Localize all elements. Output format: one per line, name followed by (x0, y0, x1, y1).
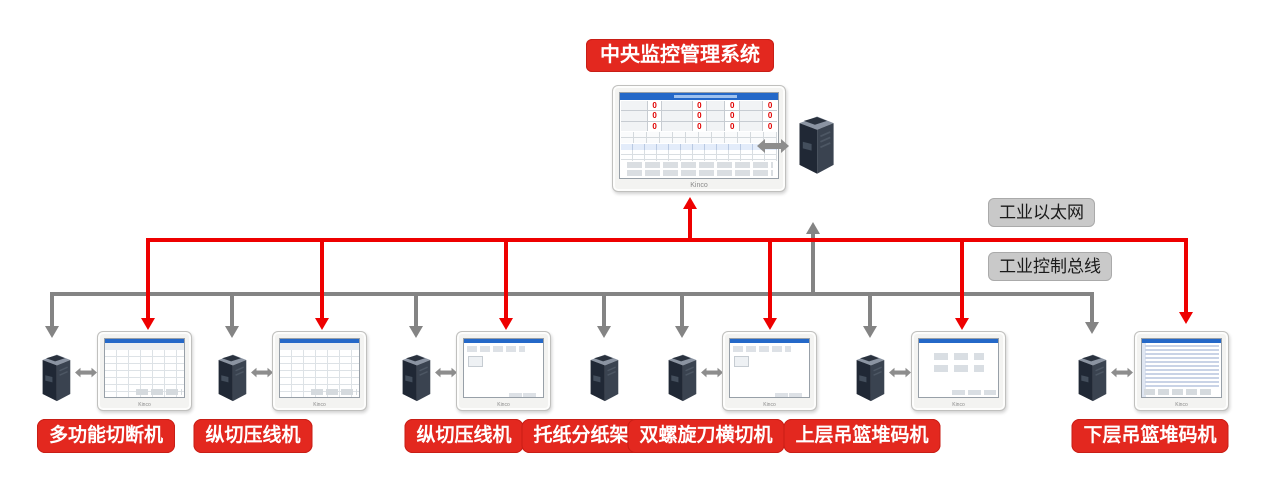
central-screen-table (621, 150, 777, 161)
plc-icon (42, 354, 71, 402)
hmi-screen: Kinco (722, 331, 817, 411)
plc-icon (402, 354, 431, 402)
plc-icon (856, 354, 885, 402)
central-system-label: 中央监控管理系统 (586, 39, 774, 72)
central-screen-titlebar (620, 93, 778, 100)
hmi-screen: Kinco (911, 331, 1006, 411)
ethernet-bus-line (146, 209, 1188, 318)
link-arrow-icon (75, 367, 97, 378)
hmi-screen: Kinco (97, 331, 192, 411)
machine-label: 多功能切断机 (36, 419, 176, 453)
control-bus-arrowheads (45, 222, 1099, 338)
control-bus-label: 工业控制总线 (988, 252, 1112, 281)
central-screen-buttons (621, 161, 777, 177)
link-arrow-icon (889, 367, 911, 378)
machine-label: 上层吊篮堆码机 (783, 419, 941, 453)
plc-icon (590, 354, 619, 402)
hmi-brand-text: Kinco (1175, 402, 1188, 408)
control-bus-line (50, 234, 1094, 326)
hmi-screen: Kinco (272, 331, 367, 411)
machine-label: 下层吊篮堆码机 (1071, 419, 1229, 453)
ethernet-bus-arrowheads (141, 197, 1193, 330)
hmi-brand-text: Kinco (313, 402, 326, 408)
ethernet-bus-label: 工业以太网 (988, 198, 1095, 227)
machine-label: 双螺旋刀横切机 (627, 419, 785, 453)
plc-icon (668, 354, 697, 402)
link-arrow-icon (435, 367, 457, 378)
hmi-screen: Kinco (1134, 331, 1229, 411)
link-arrow-icon (251, 367, 273, 378)
plc-icon (1078, 354, 1107, 402)
machine-label: 纵切压线机 (193, 419, 313, 453)
machine-label: 托纸分纸架 (521, 419, 641, 453)
link-arrow-icon (701, 367, 723, 378)
hmi-brand-text: Kinco (138, 402, 151, 408)
central-link-arrow-icon (757, 139, 789, 153)
central-screen-table-header (621, 144, 777, 150)
hmi-brand-text: Kinco (763, 402, 776, 408)
central-plc-icon (799, 116, 834, 174)
plc-icon (218, 354, 247, 402)
hmi-screen: Kinco (456, 331, 551, 411)
link-arrow-icon (1111, 367, 1133, 378)
hmi-brand-text: Kinco (690, 182, 708, 189)
central-screen-subtable (621, 132, 777, 143)
hmi-brand-text: Kinco (497, 402, 510, 408)
hmi-brand-text: Kinco (952, 402, 965, 408)
machine-label: 纵切压线机 (404, 419, 524, 453)
